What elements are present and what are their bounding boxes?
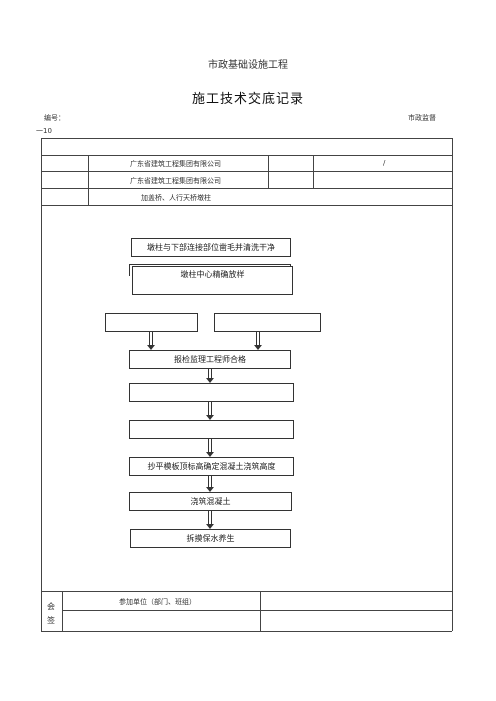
- project-category-title: 市政基础设施工程: [208, 60, 288, 71]
- work-item-name: 加盖桥、人行天桥墩柱: [141, 194, 211, 202]
- flow-step-leveling-formwork: 抄平模板顶标高确定混凝土浇筑高度: [129, 457, 294, 476]
- flow-step-blank-4: [129, 420, 294, 439]
- construction-unit-name: 广东省建筑工程集团有限公司: [130, 177, 221, 185]
- form-code-suffix: 一10: [36, 127, 52, 135]
- flow-arrow: [147, 332, 155, 350]
- flow-step-blank-right: [214, 313, 321, 332]
- flow-arrow: [206, 476, 214, 492]
- document-title: 施工技术交底记录: [191, 92, 304, 107]
- flow-arrow: [254, 332, 262, 350]
- flow-step-blank-left: [105, 313, 198, 332]
- flow-step-pour-concrete: 浇筑混凝土: [129, 492, 292, 511]
- flow-step-chiseling: 墩柱与下部连接部位凿毛并清洗干净: [131, 238, 291, 257]
- flow-arrow: [206, 369, 214, 383]
- placeholder-slash: /: [383, 159, 386, 167]
- contractor-name: 广东省建筑工程集团有限公司: [130, 160, 221, 168]
- flow-arrow: [206, 439, 214, 457]
- flow-step-curing: 拆摸保水养生: [130, 529, 291, 548]
- flow-arrow: [206, 402, 214, 420]
- flow-step-blank-3: [129, 383, 294, 402]
- form-code: 市政监督: [408, 114, 436, 122]
- flow-step-layout: 墩柱中心精确放样: [132, 266, 293, 295]
- flow-step-supervisor-inspection: 报检监理工程师合格: [129, 350, 291, 369]
- participants-label: 参加单位（部门、班组）: [119, 598, 196, 606]
- signoff-label-2: 签: [47, 616, 55, 625]
- record-number-label: 编号：: [44, 114, 65, 122]
- flow-arrow: [206, 511, 214, 529]
- signoff-label-1: 会: [47, 602, 55, 611]
